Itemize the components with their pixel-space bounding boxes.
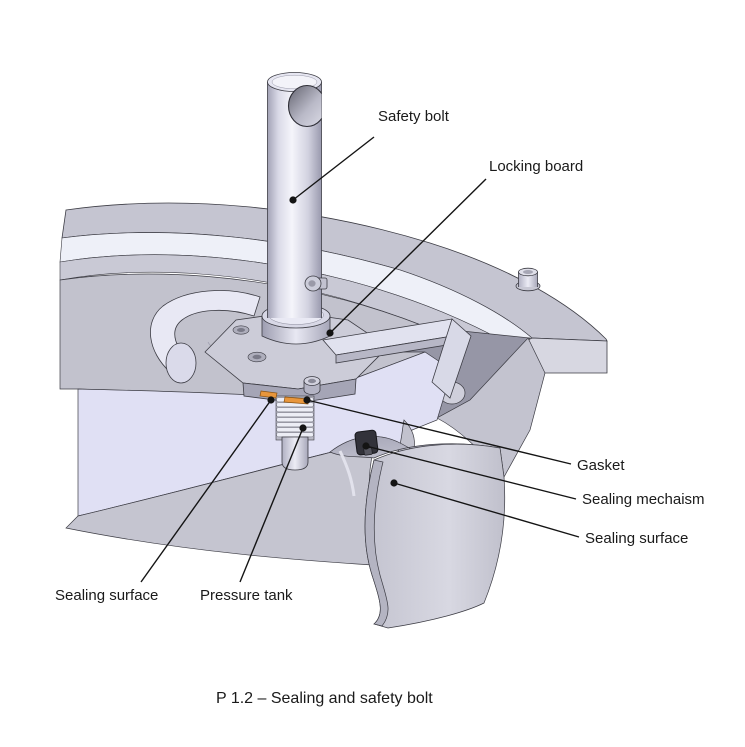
gasket-right [283,396,310,405]
locking-board-bent-tab [431,318,472,399]
ring-cap-screw [515,267,541,292]
gasket-left [259,390,278,399]
label-sealing-surface-right: Sealing surface [585,530,689,547]
leader-dot [362,442,370,450]
leader-locking-board [329,178,487,334]
leader-dot [390,479,398,487]
dome-chamfer-line [338,450,356,497]
label-sealing-surface-left: Sealing surface [55,587,159,604]
leader-dot [326,329,334,337]
label-locking-board: Locking board [489,158,584,175]
leader-sealing-mechanism [365,445,577,500]
shaft-set-screw [304,275,328,292]
leader-gasket [306,399,572,465]
label-safety-bolt: Safety bolt [378,108,449,125]
label-pressure-tank: Pressure tank [200,587,293,604]
leader-dot [299,424,307,432]
base-hex-screw [303,376,321,395]
leader-dot [289,196,297,204]
leader-safety-bolt [292,136,375,201]
locking-handle-cap [165,342,197,384]
leader-lines [140,136,580,583]
leader-sealing-surface-left [140,399,272,583]
leader-pressure-tank [239,427,304,583]
leader-sealing-surface-right [393,482,580,538]
leader-dot [303,396,311,404]
plate-hole [247,351,267,363]
plate-hole [232,325,250,335]
bolt-lower-rod [281,436,309,471]
locking-board-part [150,290,472,404]
label-gasket: Gasket [577,457,625,474]
tank-foot-chamfer [364,459,389,627]
bolt-cross-hole [287,84,322,128]
safety-bolt-part [259,72,331,471]
figure-caption: P 1.2 – Sealing and safety bolt [216,690,433,707]
leader-dot [267,396,275,404]
label-sealing-mechanism: Sealing mechaism [582,491,705,508]
